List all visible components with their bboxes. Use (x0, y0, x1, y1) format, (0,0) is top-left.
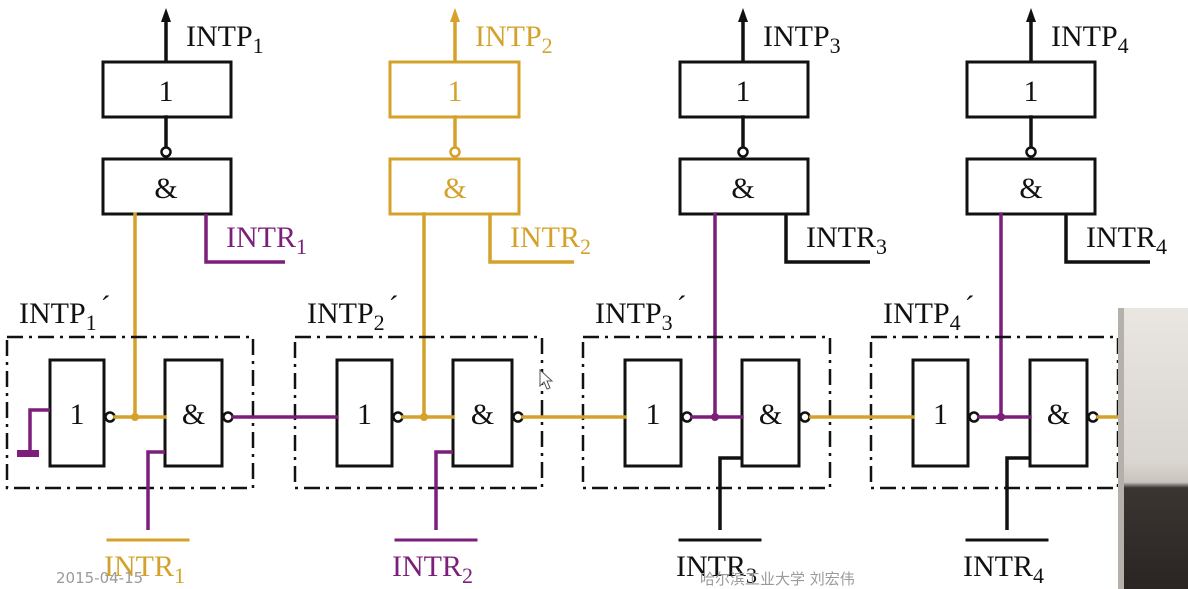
intp3-prime-label: INTP3´ (595, 290, 687, 335)
chain-3-buffer-symbol: 1 (646, 398, 661, 431)
chain-2-buffer-bubble (392, 411, 404, 423)
intp4-output-arrow (1026, 8, 1036, 22)
chain-4-buffer-bubble (968, 411, 980, 423)
chain-3-intr-input-label: INTR3 (676, 550, 757, 588)
presenter-video-thumbnail (1118, 308, 1188, 589)
chain-1-junction-dot (131, 413, 139, 421)
chain-module-1-box (5, 335, 255, 490)
intp3-and-gate-symbol: & (731, 172, 754, 205)
intp4-buffer-gate-symbol: 1 (1024, 75, 1039, 108)
chain-2-and-symbol: & (471, 398, 494, 431)
chain-1-buffer-gate (48, 358, 106, 468)
intp3-output-arrow (738, 8, 748, 22)
intp2-and-gate (388, 157, 521, 216)
intp4-output-label: INTP4 (1051, 20, 1129, 58)
footer-institution: 哈尔滨工业大学 刘宏伟 (700, 570, 855, 588)
intp1-inverter-bubble (160, 146, 172, 158)
intr2-request-label: INTR2 (510, 221, 591, 259)
intp4-and-gate-symbol: & (1019, 172, 1042, 205)
mouse-cursor-icon (539, 368, 554, 390)
chain-module-3-box (581, 335, 832, 490)
intp1-buffer-gate (101, 60, 233, 119)
ground-symbol (17, 450, 39, 457)
chain-4-and-gate (1028, 358, 1089, 468)
intr1-request-wire (204, 214, 285, 264)
intp1-and-gate (101, 157, 233, 216)
chain-4-junction-dot (997, 413, 1005, 421)
intp1-output-label: INTP1 (186, 20, 264, 58)
chain-1-buffer-bubble (104, 411, 116, 423)
chain-4-buffer-gate (911, 358, 970, 468)
chain-1-intr-input-wire (146, 450, 165, 530)
intp1-and-gate-symbol: & (154, 172, 177, 205)
chain-3-buffer-gate (623, 358, 683, 468)
chain-module-2-box (293, 335, 544, 490)
chain-2-junction-dot (420, 413, 428, 421)
intp4-and-gate (965, 157, 1097, 216)
chain-3-intr-input-wire (718, 456, 742, 530)
intr2-request-wire (488, 214, 574, 264)
intp3-buffer-gate-symbol: 1 (736, 75, 751, 108)
chain-1-and-symbol: & (182, 398, 205, 431)
chain-2-buffer-symbol: 1 (357, 398, 372, 431)
chain-1-and-gate (163, 358, 224, 468)
intp2-buffer-gate-symbol: 1 (448, 75, 463, 108)
chain-1-intr-input-label: INTR1 (104, 550, 185, 588)
chain-1-buffer-symbol: 1 (70, 398, 85, 431)
chain-2-buffer-gate (335, 358, 394, 468)
intr3-request-label: INTR3 (806, 221, 887, 259)
intp1-prime-label: INTP1´ (19, 290, 111, 335)
chain-4-and-bubble (1087, 411, 1099, 423)
chain-2-intr-input-label: INTR2 (392, 550, 473, 588)
chain-2-and-gate (451, 358, 514, 468)
intr4-request-wire (1064, 214, 1150, 264)
chain-4-intr-input-wire (1005, 456, 1030, 530)
intp1-output-arrow (161, 8, 171, 22)
intp4-inverter-bubble (1025, 146, 1037, 158)
intp1-buffer-gate-symbol: 1 (159, 75, 174, 108)
chain-2-and-bubble (512, 411, 524, 423)
chain-4-intr-input-label: INTR4 (963, 550, 1044, 588)
chain-3-and-symbol: & (759, 398, 782, 431)
intp2-output-arrow (450, 8, 460, 22)
footer-date: 2015-04-15 (56, 569, 144, 587)
chain-1-ground-wire (28, 408, 50, 452)
intp2-and-gate-symbol: & (443, 172, 466, 205)
intp3-output-label: INTP3 (763, 20, 841, 58)
intr3-request-wire (784, 214, 870, 264)
intp4-prime-label: INTP4´ (883, 290, 975, 335)
intr1-request-label: INTR1 (226, 221, 307, 259)
chain-2-intr-input-wire (434, 450, 453, 530)
chain-4-buffer-symbol: 1 (933, 398, 948, 431)
intr4-request-label: INTR4 (1086, 221, 1167, 259)
chain-3-junction-dot (711, 413, 719, 421)
chain-3-and-bubble (799, 411, 811, 423)
chain-1-and-bubble (222, 411, 234, 423)
intp2-prime-label: INTP2´ (307, 290, 399, 335)
chain-3-and-gate (740, 358, 801, 468)
intp2-inverter-bubble (449, 146, 461, 158)
chain-3-buffer-bubble (681, 411, 693, 423)
intp2-output-label: INTP2 (475, 20, 553, 58)
chain-4-and-symbol: & (1047, 398, 1070, 431)
intp3-and-gate (678, 157, 810, 216)
intp3-inverter-bubble (737, 146, 749, 158)
